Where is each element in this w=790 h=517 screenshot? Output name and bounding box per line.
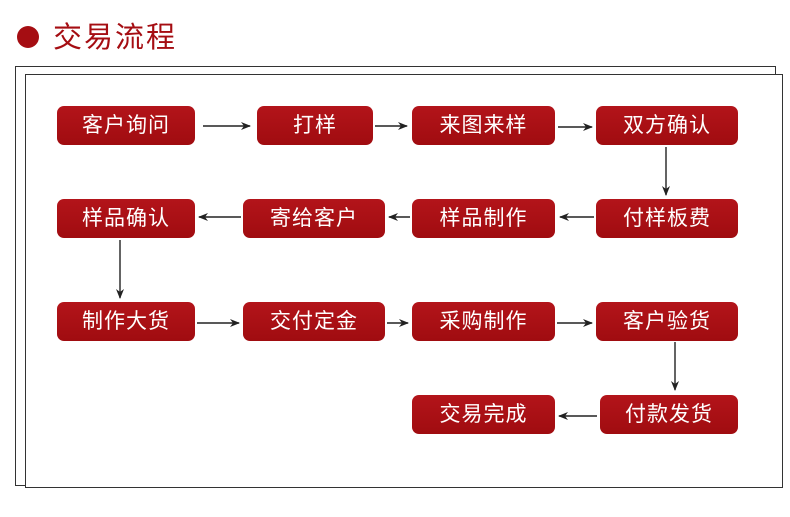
step-transaction-complete: 交易完成	[412, 395, 555, 434]
step-sample-confirmation: 样品确认	[57, 199, 195, 238]
header-bullet-dot	[17, 26, 39, 48]
step-send-to-customer: 寄给客户	[243, 199, 385, 238]
page-title: 交易流程	[53, 20, 178, 54]
step-customer-inspection: 客户验货	[596, 302, 738, 341]
step-sample-production: 样品制作	[412, 199, 555, 238]
step-pay-deposit: 交付定金	[243, 302, 385, 341]
step-pay-sample-fee: 付样板费	[596, 199, 738, 238]
step-pay-and-ship: 付款发货	[600, 395, 738, 434]
step-sample-making: 打样	[257, 106, 373, 145]
step-procurement-production: 采购制作	[412, 302, 555, 341]
step-bulk-production: 制作大货	[57, 302, 195, 341]
step-mutual-confirmation: 双方确认	[596, 106, 738, 145]
step-customer-inquiry: 客户询问	[57, 106, 195, 145]
step-drawing-or-sample-received: 来图来样	[412, 106, 555, 145]
